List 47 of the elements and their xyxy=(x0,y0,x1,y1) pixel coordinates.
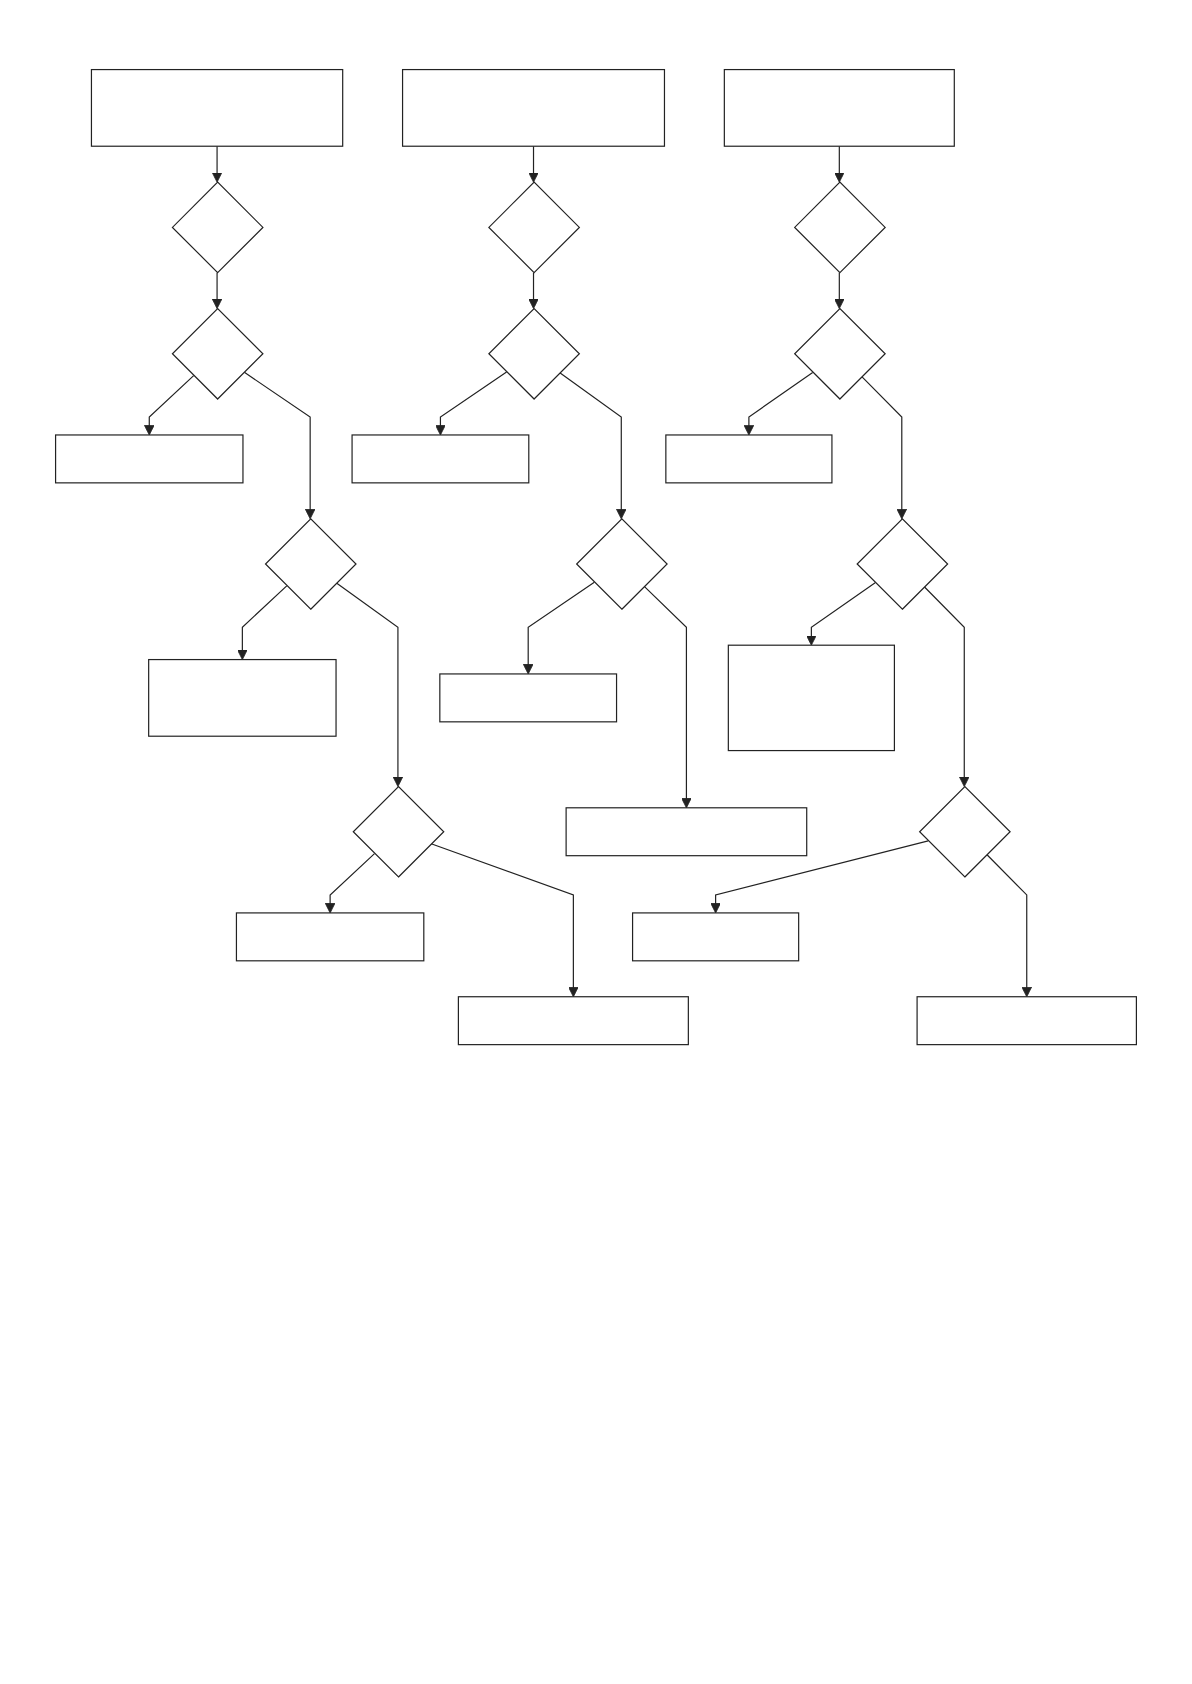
node-diamond xyxy=(488,307,581,400)
node-diamond xyxy=(171,307,264,400)
arrow xyxy=(430,843,579,998)
node-diamond xyxy=(856,517,949,611)
node-box xyxy=(90,69,344,147)
arrow xyxy=(743,371,814,436)
node-box xyxy=(727,644,895,752)
arrow xyxy=(806,582,876,646)
node-box xyxy=(439,673,618,723)
node-box xyxy=(665,434,833,484)
node-diamond xyxy=(918,785,1011,878)
arrow xyxy=(861,375,908,520)
node-box xyxy=(351,434,530,484)
arrow xyxy=(237,585,288,661)
node-diamond xyxy=(352,785,445,878)
node-diamond xyxy=(793,307,886,400)
node-diamond xyxy=(171,181,264,274)
arrow xyxy=(528,272,539,310)
node-box xyxy=(55,434,244,484)
node-box xyxy=(632,912,800,962)
arrow xyxy=(528,145,539,183)
arrow xyxy=(986,853,1032,998)
arrow xyxy=(211,272,223,310)
arrow xyxy=(923,586,970,787)
arrow xyxy=(559,372,627,520)
arrow xyxy=(211,145,223,183)
node-box xyxy=(235,912,425,962)
node-box xyxy=(565,807,808,857)
arrow xyxy=(243,371,316,520)
node-box xyxy=(148,658,337,737)
arrow xyxy=(144,375,195,436)
node-box xyxy=(723,69,955,147)
node-diamond xyxy=(575,517,668,611)
arrow xyxy=(643,585,692,809)
arrow xyxy=(834,272,845,310)
node-diamond xyxy=(264,517,357,611)
arrow xyxy=(834,145,845,183)
node-box xyxy=(457,996,689,1046)
arrow xyxy=(435,371,508,436)
node-diamond xyxy=(488,181,581,274)
arrow xyxy=(710,840,929,914)
node-diamond xyxy=(793,181,886,274)
node-box xyxy=(916,996,1137,1046)
arrow xyxy=(335,582,404,787)
node-box xyxy=(401,69,666,147)
arrow xyxy=(324,853,376,914)
arrow xyxy=(522,581,595,675)
